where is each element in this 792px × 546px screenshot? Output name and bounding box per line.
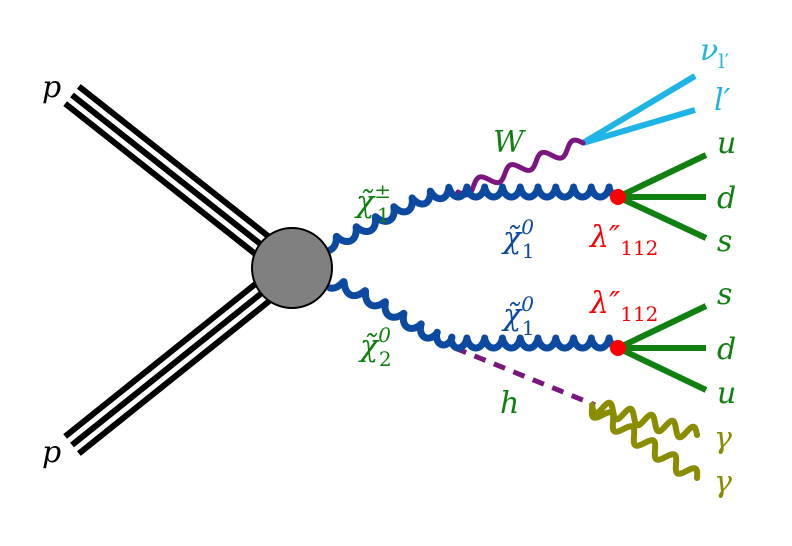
photon-1-line bbox=[589, 399, 700, 441]
quark-u-top-line bbox=[616, 152, 708, 200]
quark-s-top-label: s bbox=[717, 224, 732, 259]
proton-line bbox=[63, 277, 263, 439]
chargino-label-sub: 1 bbox=[377, 203, 390, 227]
neutrino-label-sub: l′ bbox=[718, 49, 729, 73]
rpv-bottom-label-base: λ″ bbox=[589, 286, 621, 321]
neutralino2-line bbox=[326, 278, 462, 352]
quark-d-bottom-label: d bbox=[717, 332, 736, 367]
neutralino2-label-sup: 0 bbox=[378, 323, 391, 347]
quark-u-top-label: u bbox=[717, 126, 736, 161]
proton-top-lines bbox=[63, 84, 277, 261]
neutralino2-label-base: χ̃ bbox=[358, 329, 380, 364]
photon-1-label: γ bbox=[714, 421, 732, 456]
neutralino1-top-label-sub: 1 bbox=[522, 239, 535, 263]
neutralino1-bottom-line bbox=[454, 334, 622, 352]
chargino-label-sup: ± bbox=[374, 179, 391, 203]
neutralino1-bottom-label-sup: 0 bbox=[521, 292, 534, 316]
neutrino-label: νl′ bbox=[700, 33, 730, 73]
lepton-line bbox=[582, 107, 696, 146]
w-label: W bbox=[493, 125, 526, 160]
higgs-line bbox=[454, 345, 596, 408]
rpv-top-label: λ″112 bbox=[589, 220, 658, 260]
interaction-blob bbox=[251, 227, 333, 309]
w-boson-line bbox=[455, 137, 586, 198]
proton-line bbox=[70, 92, 270, 253]
proton-line bbox=[70, 285, 270, 448]
quark-s-bot-line bbox=[616, 303, 708, 351]
rpv-vertex-bottom bbox=[610, 340, 626, 356]
proton-bottom-label: p bbox=[42, 435, 61, 470]
rpv-vertex-top bbox=[610, 189, 626, 205]
chargino-line bbox=[326, 183, 462, 254]
photon-2-label: γ bbox=[714, 465, 732, 500]
chargino-label: χ̃±1 bbox=[354, 179, 391, 227]
proton-line bbox=[76, 84, 277, 244]
proton-top-label: p bbox=[42, 70, 61, 105]
photon-2-line bbox=[588, 405, 701, 481]
chargino-label-base: χ̃ bbox=[354, 185, 376, 220]
proton-line bbox=[63, 101, 264, 261]
quark-s-top-line bbox=[616, 194, 708, 241]
neutralino1-top-line bbox=[454, 183, 622, 201]
quark-d-top-label: d bbox=[717, 181, 736, 216]
neutralino1-bottom-label-sub: 1 bbox=[522, 316, 535, 340]
higgs-label: h bbox=[500, 386, 519, 421]
neutrino-line bbox=[581, 73, 697, 146]
rpv-top-label-sub: 112 bbox=[620, 236, 658, 260]
proton-line bbox=[77, 294, 277, 456]
neutralino1-bottom-label-base: χ̃ bbox=[501, 298, 523, 333]
neutralino2-label-sub: 2 bbox=[379, 347, 392, 371]
neutrino-label-base: ν bbox=[700, 33, 718, 68]
rpv-bottom-label: λ″112 bbox=[589, 286, 658, 326]
rpv-top-label-base: λ″ bbox=[589, 220, 621, 255]
lepton-label: l′ bbox=[714, 83, 731, 118]
proton-bottom-lines bbox=[63, 277, 277, 456]
quark-u-bottom-label: u bbox=[717, 376, 736, 411]
quark-s-bottom-label: s bbox=[717, 277, 732, 312]
neutralino1-top-label-base: χ̃ bbox=[501, 221, 523, 256]
quark-u-bot-line bbox=[616, 345, 708, 393]
rpv-bottom-label-sub: 112 bbox=[620, 302, 658, 326]
neutralino1-top-label-sup: 0 bbox=[521, 215, 534, 239]
